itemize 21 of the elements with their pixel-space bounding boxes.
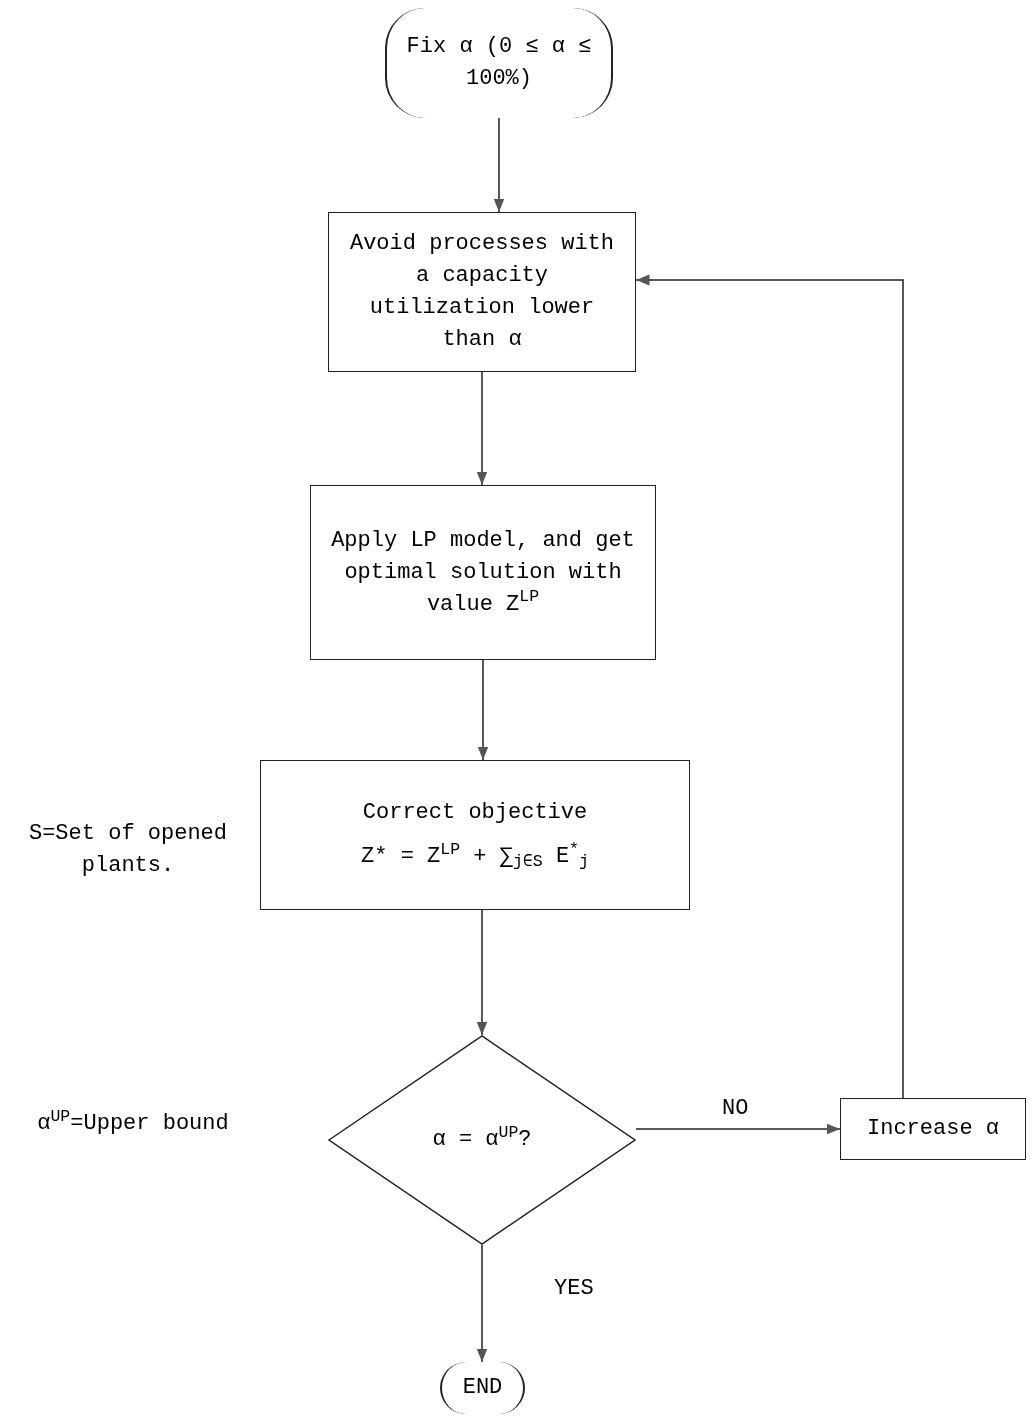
- arrow: [476, 1244, 488, 1363]
- arrow: [477, 659, 489, 761]
- arrow: [476, 909, 488, 1036]
- decision-diamond: [328, 1035, 636, 1245]
- arrow: [635, 1123, 841, 1135]
- node-text: Correct objective: [362, 799, 588, 827]
- node-text: Increase α: [867, 1115, 999, 1143]
- note-text: α$^{UP}$=Upper bound: [36, 1108, 230, 1138]
- process-box: [328, 212, 636, 372]
- node-text: Apply LP model, and get optimal solution with value Z$^{LP}$: [330, 526, 636, 619]
- node-text: α = α$^{UP}$?: [432, 1124, 532, 1154]
- arrow: [476, 371, 488, 486]
- process-box: [840, 1098, 1026, 1160]
- process-box: [310, 485, 656, 660]
- node-text: Avoid processes with a capacity utilization lower than α: [348, 230, 615, 354]
- node-text: END: [462, 1374, 503, 1402]
- node-text: Fix α (0 ≤ α ≤ 100%): [405, 33, 593, 93]
- arrow: [635, 274, 904, 1099]
- process-box: [260, 760, 690, 910]
- note-text: S=Set of opened plants.: [27, 820, 228, 880]
- arrow: [493, 117, 505, 213]
